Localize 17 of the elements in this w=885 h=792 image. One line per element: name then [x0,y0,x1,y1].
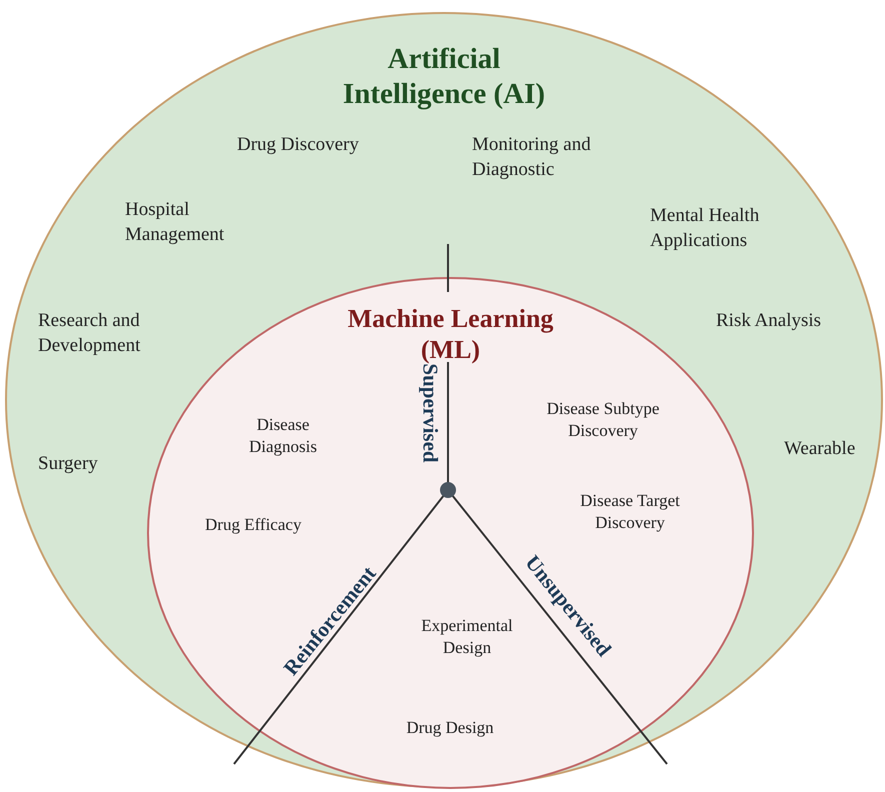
application-label: Drug Discovery [237,133,360,157]
axis-label: Supervised [420,363,440,463]
application-label: Disease Subtype Discovery [546,398,660,442]
application-label: Disease Diagnosis [248,414,318,458]
application-label: Drug Design [405,716,495,739]
application-label: Research and Development [38,309,142,358]
application-label: Wearable [784,437,856,461]
application-label: Drug Efficacy [205,514,302,536]
application-label: Disease Target Discovery [579,490,681,534]
application-label: Experimental Design [420,614,514,659]
application-label: Hospital Management [125,198,226,247]
application-label: Surgery [38,452,99,476]
application-label: Monitoring and Diagnostic [472,133,592,182]
heading: Artificial Intelligence (AI) [342,42,546,112]
heading: Machine Learning (ML) [346,303,554,364]
application-label: Mental Health Applications [650,204,760,253]
application-label: Risk Analysis [716,309,822,333]
